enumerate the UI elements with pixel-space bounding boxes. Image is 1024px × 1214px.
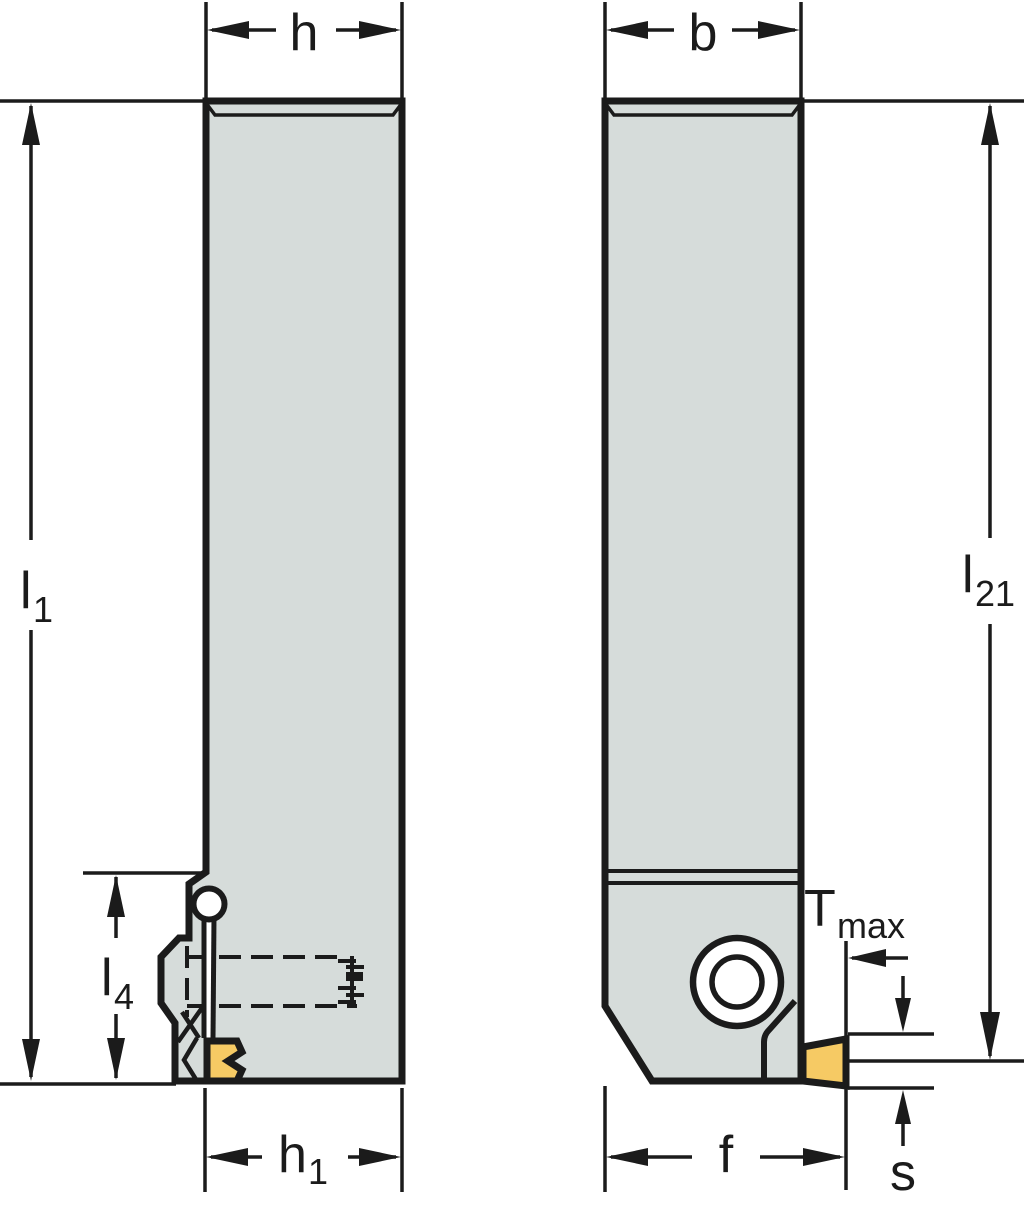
label-tmax-sub: max [837,905,905,946]
dimension-tmax [844,941,908,1190]
dimension-b [603,2,803,99]
dimension-h [204,2,404,99]
label-tmax-base: T [804,880,836,938]
dimension-h1 [203,1088,404,1192]
clamp-slot [190,885,228,1039]
dimension-l4 [83,871,204,1080]
dimension-l21 [803,99,1024,1060]
label-l1-sub: 1 [33,589,53,630]
label-l1-base: l [20,562,32,620]
side-view [157,97,406,1085]
clamp-finger-detail [176,1003,206,1083]
clamp-pin-hole [190,885,228,923]
front-view [601,97,850,1090]
side-view-top-chamfer [204,101,404,117]
insert-front-view [799,1034,850,1090]
hidden-screw-hole-dashed [185,946,357,1017]
label-l21-base: l [962,546,974,604]
head-joint-lines [605,869,801,885]
dimension-f [603,1086,845,1192]
dimension-l1 [0,99,204,1086]
label-h1-sub: 1 [308,1151,328,1192]
front-view-top-chamfer [603,101,803,117]
set-screw-icon [338,956,364,1004]
insert-pocket-contour [761,998,798,1081]
side-view-body [157,97,406,1085]
label-s: s [890,1144,916,1202]
counterbore-hole-inner [709,954,765,1010]
label-l4-base: l [101,949,113,1007]
insert-side-view [203,1037,247,1085]
front-view-body [601,97,805,1085]
label-b: b [689,4,718,62]
label-h1-base: h [278,1126,307,1184]
label-l4-sub: 4 [114,976,134,1017]
label-h: h [290,4,319,62]
dimension-s [848,976,1024,1146]
label-l21-sub: 21 [975,573,1015,614]
label-f: f [719,1126,734,1184]
dimension-labels: h b l 1 l 21 l 4 h 1 f T max s [20,4,1015,1202]
